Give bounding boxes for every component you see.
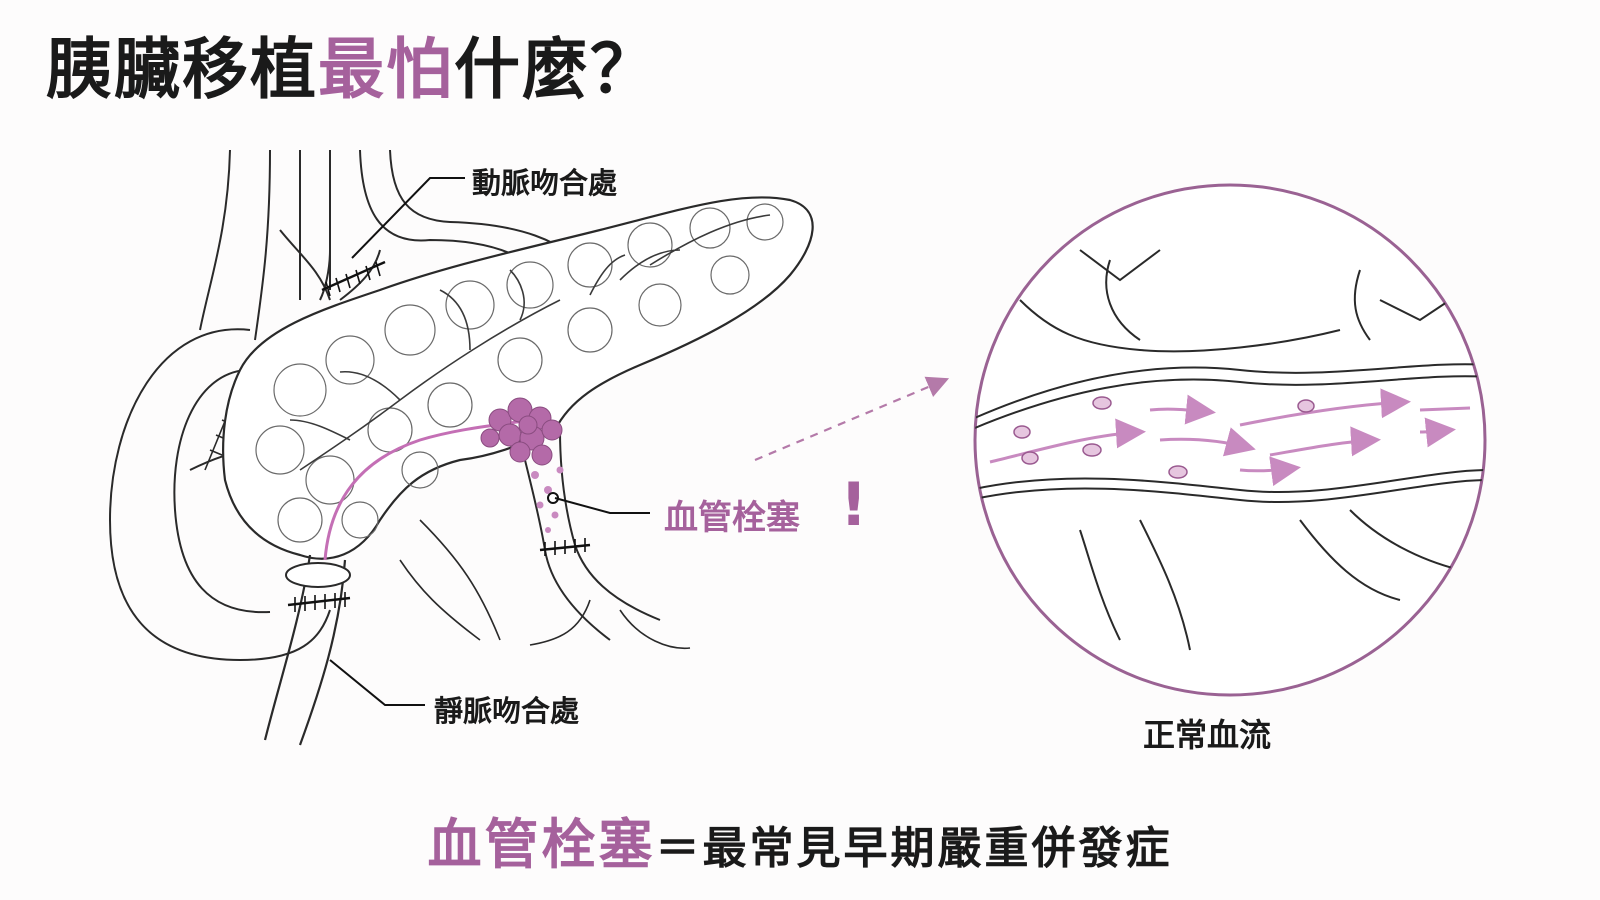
label-arterial-anastomosis: 動脈吻合處 xyxy=(472,166,618,200)
title-part1: 胰臟移植 xyxy=(46,31,318,108)
pancreatic-vessel-tree xyxy=(289,214,771,471)
lower-veins xyxy=(399,519,691,650)
magnified-view xyxy=(973,183,1487,697)
label-normal-flow: 正常血流 xyxy=(1143,716,1272,754)
footer-rest: ＝最常見早期嚴重併發症 xyxy=(655,823,1173,874)
footer-statement: 血管栓塞＝最常見早期嚴重併發症 xyxy=(0,800,1600,879)
footer-accent: 血管栓塞 xyxy=(427,813,656,876)
pancreas-body xyxy=(222,196,814,560)
arterial-anastomosis xyxy=(319,249,386,301)
thrombus-dots xyxy=(531,466,564,533)
leader-lines xyxy=(329,177,650,706)
title-part2: 什麼？ xyxy=(454,31,658,108)
zoom-arrow xyxy=(754,376,950,462)
thrombosed-vein xyxy=(480,397,661,641)
pancreas-lobules xyxy=(255,203,784,543)
exclamation-icon: ! xyxy=(840,470,868,540)
label-venous-anastomosis: 靜脈吻合處 xyxy=(434,694,580,728)
flow-arrows xyxy=(989,388,1471,487)
label-thrombosis: 血管栓塞 xyxy=(664,498,800,538)
title-accent: 最怕 xyxy=(318,31,454,108)
page-title: 胰臟移植最怕什麼？ xyxy=(46,30,658,109)
thrombus-cluster xyxy=(480,397,563,466)
red-blood-cells xyxy=(1013,396,1315,479)
